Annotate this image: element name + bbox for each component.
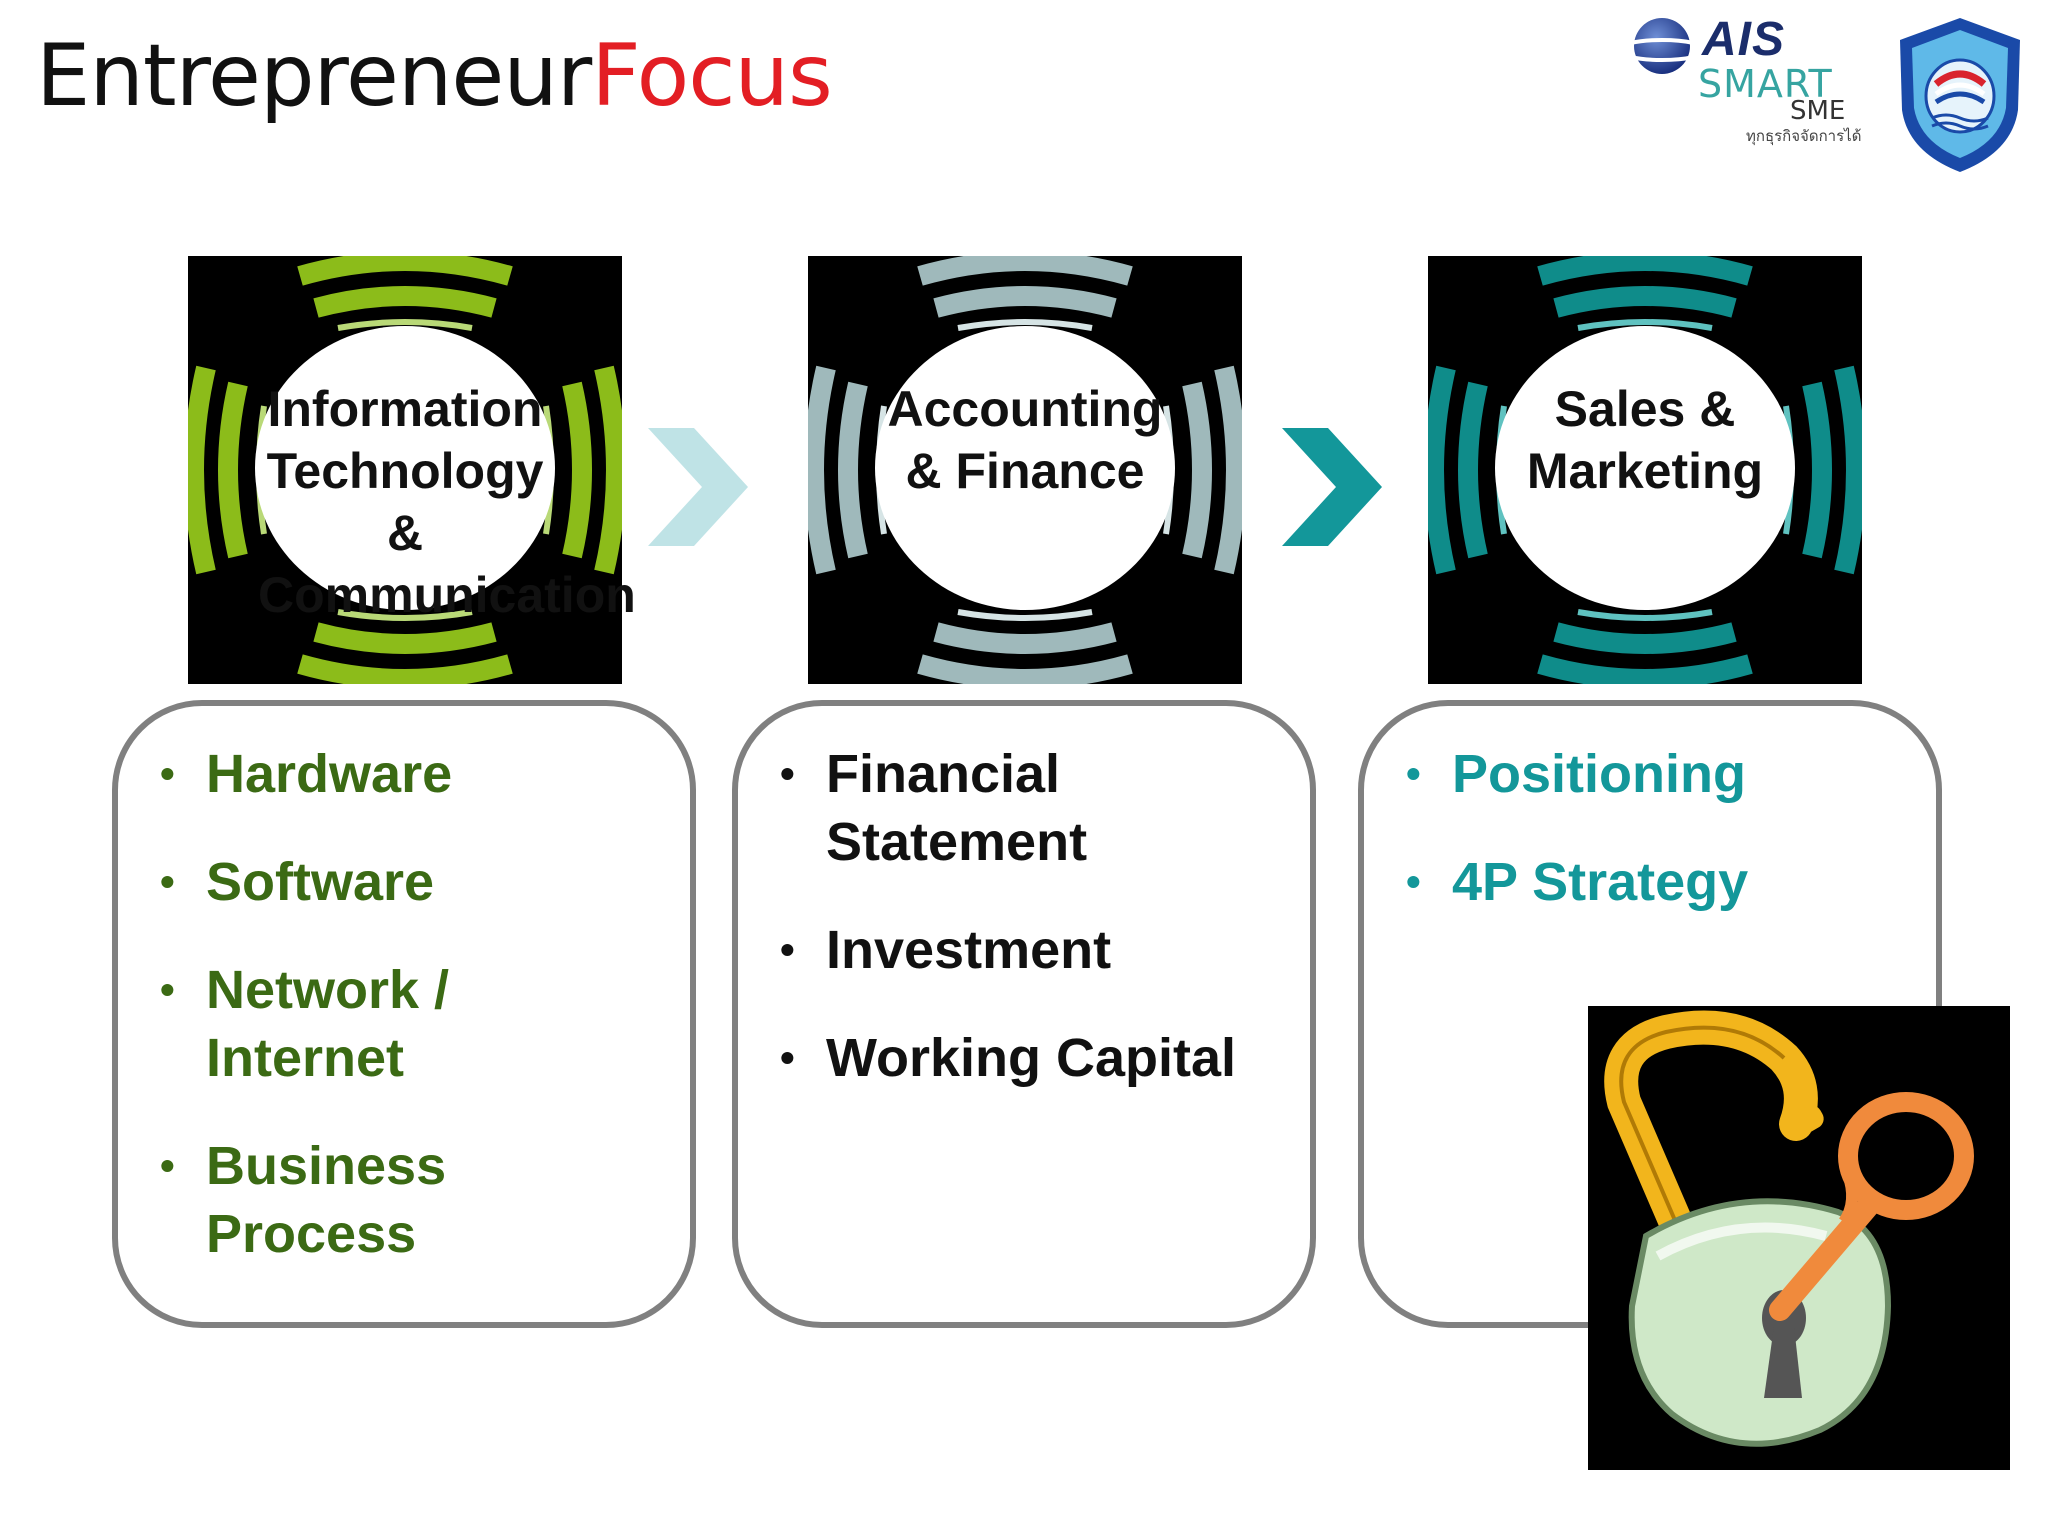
stage-circle-it: Information Technology & Communication bbox=[184, 251, 636, 689]
chevron-right-icon bbox=[648, 428, 748, 546]
padlock-key-icon bbox=[1588, 1006, 2010, 1470]
list-item: •4P Strategy bbox=[1406, 852, 1749, 912]
ais-smart-sme-logo: AIS SMART SME ทุกธุรกิจจัดการได้ bbox=[1618, 12, 1890, 145]
card-finance-topics: •Financial Statement •Investment •Workin… bbox=[732, 700, 1316, 1328]
title-main: Entrepreneur bbox=[36, 26, 592, 126]
stage-circle-marketing: Sales & Marketing bbox=[1424, 251, 1866, 689]
globe-icon bbox=[1618, 18, 1708, 74]
finance-topic-list: •Financial Statement •Investment •Workin… bbox=[780, 740, 1236, 1132]
list-item: •Positioning bbox=[1406, 744, 1746, 804]
title-accent: Focus bbox=[591, 26, 833, 126]
list-item: •Business Process bbox=[160, 1136, 447, 1264]
page-title: EntrepreneurFocus bbox=[36, 26, 833, 126]
smart-wordmark: SMART bbox=[1698, 62, 1833, 106]
list-item: •Hardware bbox=[160, 744, 453, 804]
it-topic-list: •Hardware •Software •Network / Internet … bbox=[160, 740, 506, 1308]
stage-label-finance: Accounting & Finance bbox=[887, 381, 1163, 499]
chamber-of-commerce-seal-icon bbox=[1900, 18, 2020, 172]
ring-graphic-finance bbox=[804, 251, 1246, 689]
ring-graphic-it bbox=[184, 251, 626, 689]
stage-label-marketing: Sales & Marketing bbox=[1526, 381, 1764, 499]
list-item: •Network / Internet bbox=[160, 960, 450, 1088]
list-item: •Software bbox=[160, 852, 435, 912]
ring-graphic-marketing bbox=[1424, 251, 1866, 689]
list-item: •Working Capital bbox=[780, 1028, 1237, 1088]
card-it-topics: •Hardware •Software •Network / Internet … bbox=[112, 700, 696, 1328]
list-item: •Investment bbox=[780, 920, 1112, 980]
logo-tagline: ทุกธุรกิจจัดการได้ bbox=[1746, 127, 1862, 145]
stage-circle-finance: Accounting & Finance bbox=[804, 251, 1246, 689]
sme-wordmark: SME bbox=[1790, 96, 1846, 126]
chevron-right-icon bbox=[1282, 428, 1382, 546]
list-item: •Financial Statement bbox=[780, 744, 1088, 872]
ais-wordmark: AIS bbox=[1702, 13, 1786, 66]
stage-label-it: Information Technology & Communication bbox=[258, 381, 636, 623]
marketing-topic-list: •Positioning •4P Strategy bbox=[1406, 740, 1748, 956]
